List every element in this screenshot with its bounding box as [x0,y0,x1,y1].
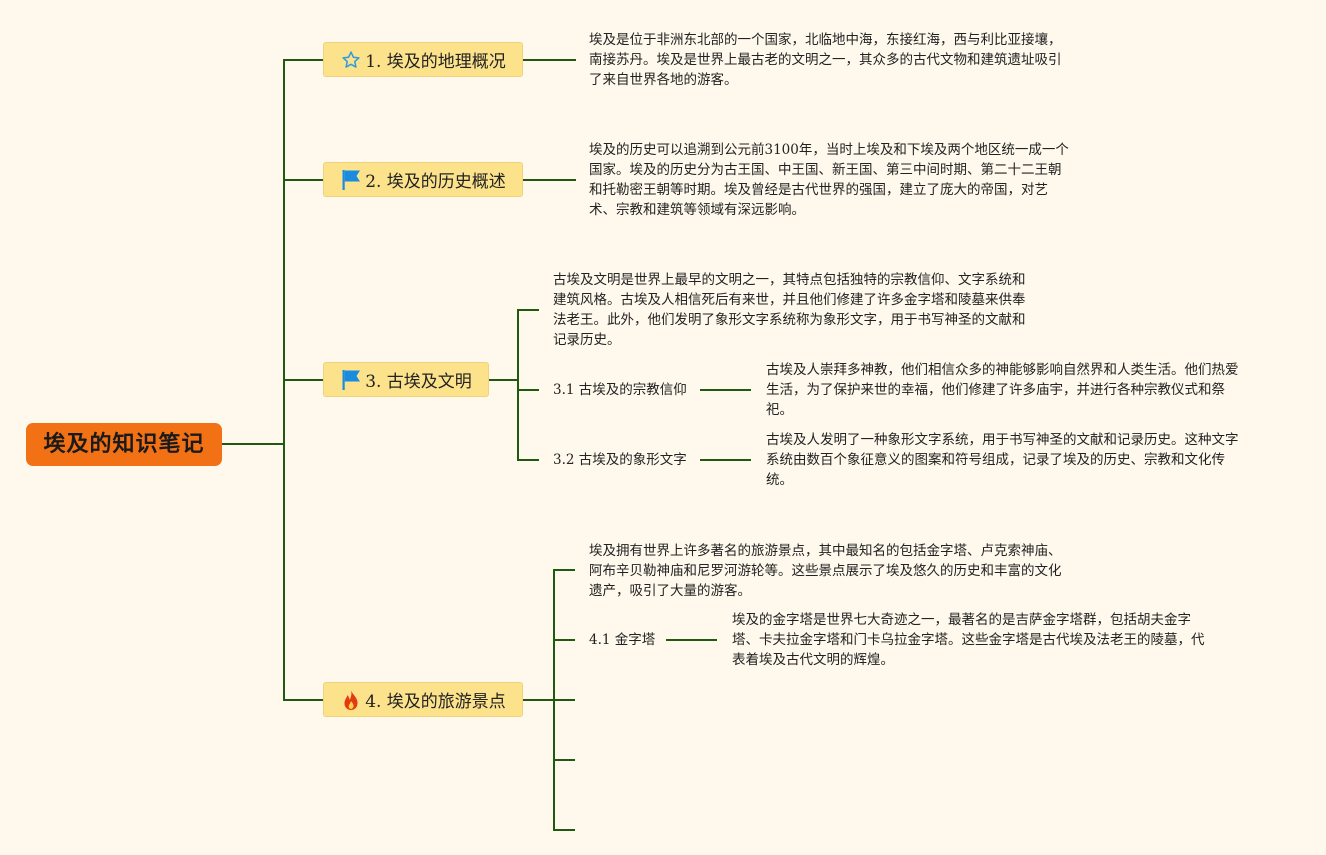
note-line: 遗产，吸引了大量的游客。 [589,583,751,599]
note-line: 古埃及人发明了一种象形文字系统，用于书写神圣的文献和记录历史。这种文字 [766,432,1239,448]
note-line: 生活，为了保护来世的幸福，他们修建了许多庙宇，并进行各种宗教仪式和祭 [766,382,1225,398]
topic-note-geography: 埃及是位于非洲东北部的一个国家，北临地中海，东接红海，西与利比亚接壤， 南接苏丹… [589,30,1062,90]
subtopic-note-pyramids: 埃及的金字塔是世界七大奇迹之一，最著名的是吉萨金字塔群，包括胡夫金字 塔、卡夫拉… [732,610,1205,670]
note-line: 祀。 [766,402,793,418]
note-line: 和托勒密王朝等时期。埃及曾经是古代世界的强国，建立了庞大的帝国，对艺 [589,182,1048,198]
fire-icon [340,689,362,711]
topic-note-history: 埃及的历史可以追溯到公元前3100年，当时上埃及和下埃及两个地区统一成一个 国家… [589,140,1069,220]
topic-civilization[interactable]: 3. 古埃及文明 [323,362,489,397]
topic-tourism[interactable]: 4. 埃及的旅游景点 [323,682,523,717]
note-line: 建筑风格。古埃及人相信死后有来世，并且他们修建了许多金字塔和陵墓来供奉 [553,292,1026,308]
note-line: 埃及是位于非洲东北部的一个国家，北临地中海，东接红海，西与利比亚接壤， [589,32,1062,48]
topic-label: 4. 埃及的旅游景点 [365,692,506,712]
note-line: 法老王。此外，他们发明了象形文字系统称为象形文字，用于书写神圣的文献和 [553,312,1026,328]
subtopic-religion[interactable]: 3.1 古埃及的宗教信仰 [553,382,687,398]
topic-label: 1. 埃及的地理概况 [365,52,506,72]
note-line: 古埃及人崇拜多神教，他们相信众多的神能够影响自然界和人类生活。他们热爱 [766,362,1239,378]
flag-icon [340,169,362,191]
subtopic-hieroglyphs[interactable]: 3.2 古埃及的象形文字 [553,452,687,468]
note-line: 术、宗教和建筑等领域有深远影响。 [589,202,805,218]
note-line: 记录历史。 [553,332,621,348]
note-line: 表着埃及古代文明的辉煌。 [732,652,894,668]
flag-icon [340,369,362,391]
note-line: 埃及的历史可以追溯到公元前3100年，当时上埃及和下埃及两个地区统一成一个 [589,142,1069,158]
topic-label: 3. 古埃及文明 [365,372,472,392]
note-line: 埃及拥有世界上许多著名的旅游景点，其中最知名的包括金字塔、卢克索神庙、 [589,543,1062,559]
subtopic-note-religion: 古埃及人崇拜多神教，他们相信众多的神能够影响自然界和人类生活。他们热爱 生活，为… [766,360,1239,420]
topic-note-civilization: 古埃及文明是世界上最早的文明之一，其特点包括独特的宗教信仰、文字系统和 建筑风格… [553,270,1026,350]
topic-label: 2. 埃及的历史概述 [365,172,506,192]
topic-note-tourism: 埃及拥有世界上许多著名的旅游景点，其中最知名的包括金字塔、卢克索神庙、 阿布辛贝… [589,541,1062,601]
star-outline-icon [340,49,362,71]
note-line: 国家。埃及的历史分为古王国、中王国、新王国、第三中间时期、第二十二王朝 [589,162,1062,178]
note-line: 系统由数百个象征意义的图案和符号组成，记录了埃及的历史、宗教和文化传 [766,452,1225,468]
note-line: 统。 [766,472,793,488]
note-line: 南接苏丹。埃及是世界上最古老的文明之一，其众多的古代文物和建筑遗址吸引 [589,52,1062,68]
note-line: 古埃及文明是世界上最早的文明之一，其特点包括独特的宗教信仰、文字系统和 [553,272,1026,288]
topic-history[interactable]: 2. 埃及的历史概述 [323,162,523,197]
note-line: 阿布辛贝勒神庙和尼罗河游轮等。这些景点展示了埃及悠久的历史和丰富的文化 [589,563,1062,579]
subtopic-pyramids[interactable]: 4.1 金字塔 [589,632,656,648]
note-line: 塔、卡夫拉金字塔和门卡乌拉金字塔。这些金字塔是古代埃及法老王的陵墓，代 [732,632,1205,648]
note-line: 了来自世界各地的游客。 [589,72,738,88]
root-topic[interactable]: 埃及的知识笔记 [26,423,222,466]
subtopic-note-hieroglyphs: 古埃及人发明了一种象形文字系统，用于书写神圣的文献和记录历史。这种文字 系统由数… [766,430,1239,490]
note-line: 埃及的金字塔是世界七大奇迹之一，最著名的是吉萨金字塔群，包括胡夫金字 [732,612,1191,628]
topic-geography[interactable]: 1. 埃及的地理概况 [323,42,523,77]
